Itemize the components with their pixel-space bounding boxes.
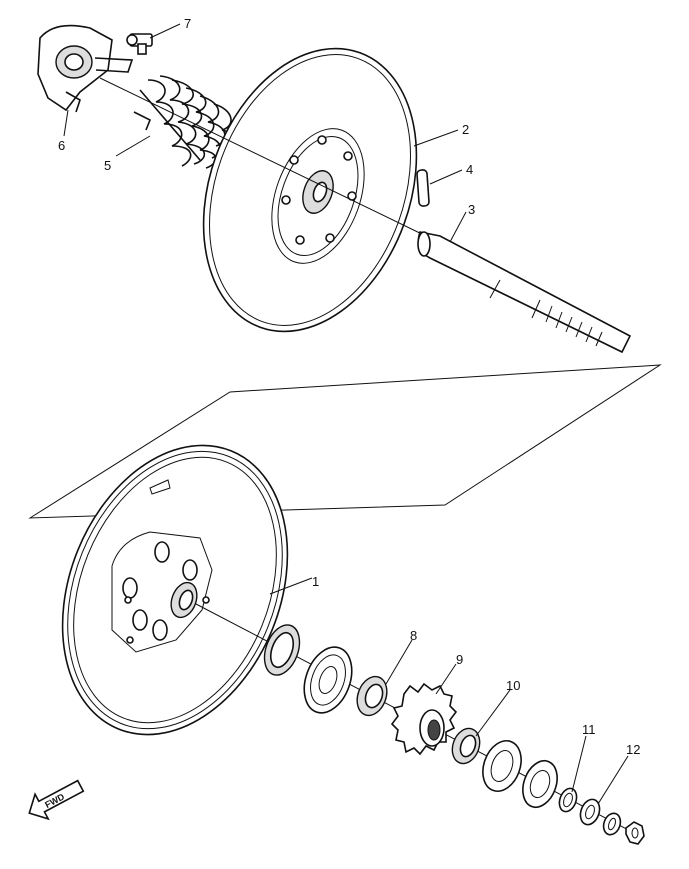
fwd-arrow-icon: FWD: [28, 779, 85, 821]
callout-2: 2: [462, 122, 469, 137]
callout-3: 3: [468, 202, 475, 217]
part-10-collar: [451, 727, 481, 765]
leader-lines: [63, 23, 629, 805]
part-3-shaft: [417, 231, 632, 354]
part-1-sheave: [61, 444, 289, 736]
callout-12: 12: [626, 742, 640, 757]
seal-ring: [263, 624, 301, 676]
part-7-fitting: [126, 33, 153, 55]
bearing-3: [522, 759, 558, 809]
assembly-axis-upper: [99, 77, 431, 239]
callout-9: 9: [456, 652, 463, 667]
part-2-sheave: [202, 47, 418, 333]
callout-7: 7: [184, 16, 191, 31]
callout-1: 1: [312, 574, 319, 589]
bearing-1: [303, 646, 353, 714]
callout-6: 6: [58, 138, 65, 153]
part-6-bracket: [37, 24, 134, 113]
part-4-pin: [416, 169, 430, 207]
callout-10: 10: [506, 678, 520, 693]
callout-11: 11: [582, 722, 596, 737]
part-9-sprocket: [390, 682, 458, 756]
washer-small: [602, 812, 622, 836]
assembly-plane-outline: [28, 364, 662, 519]
callout-5: 5: [104, 158, 111, 173]
bearing-2: [482, 740, 522, 792]
part-8-collar: [356, 675, 388, 717]
callout-4: 4: [466, 162, 473, 177]
callout-8: 8: [410, 628, 417, 643]
part-12-washer: [579, 798, 601, 826]
nut: [625, 821, 645, 845]
part-11-ring: [558, 787, 578, 813]
